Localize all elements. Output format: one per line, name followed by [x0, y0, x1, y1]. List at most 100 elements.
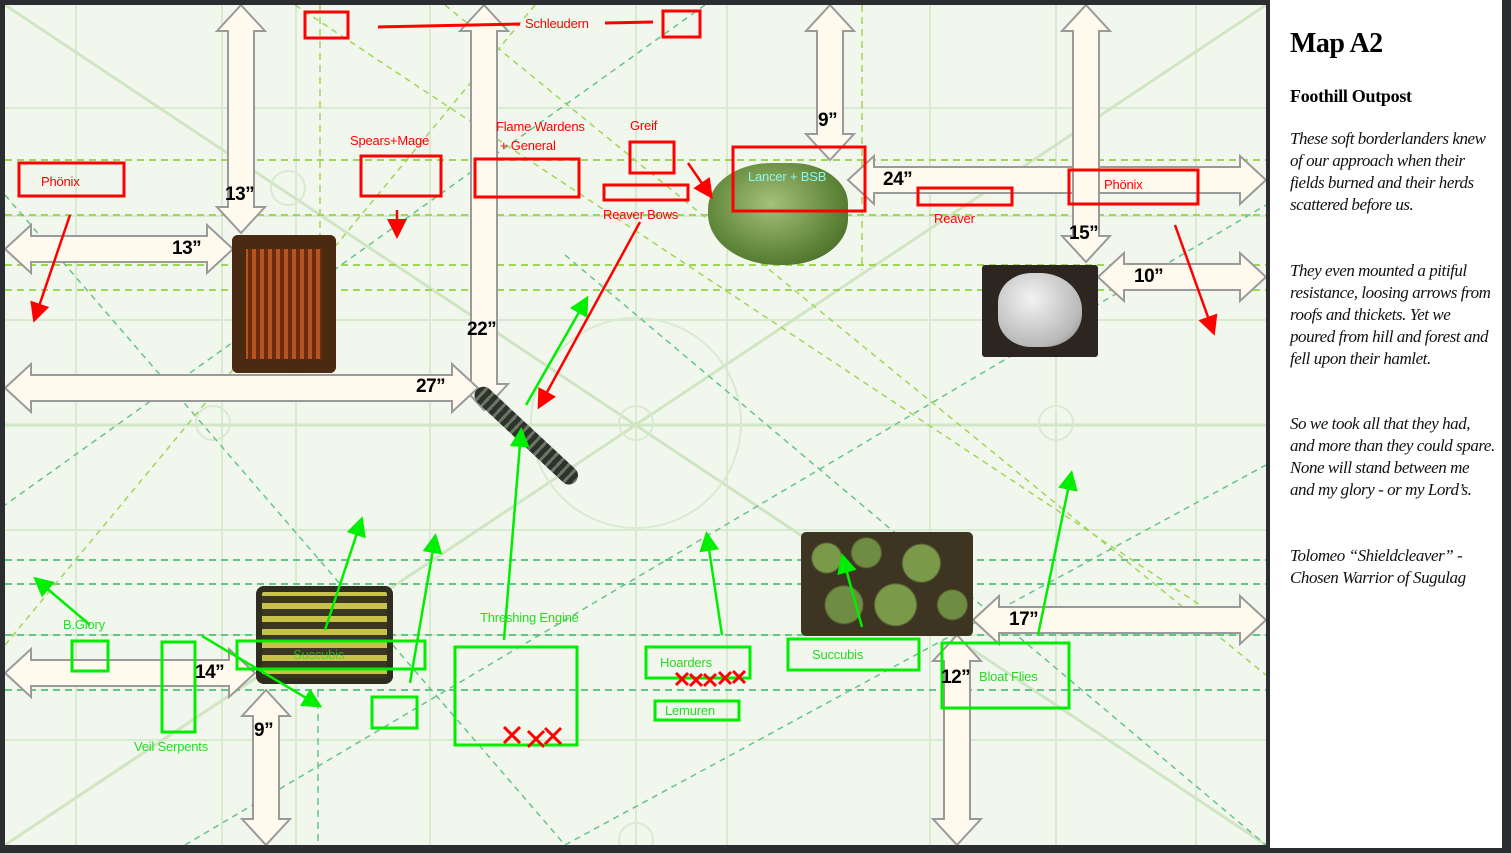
casualty-cross-mark: [731, 669, 747, 685]
friendly-move-arrow: [408, 533, 443, 684]
double-arrow: [1096, 250, 1266, 304]
unit-label-succubis: Succubis: [293, 647, 345, 662]
distance-label: 10”: [1134, 266, 1164, 287]
casualty-cross-mark: [674, 671, 690, 687]
unit-label-general: + General: [500, 138, 556, 153]
unit-label-hoarders: Hoarders: [660, 655, 712, 670]
unit-label-phoenix: Phönix: [41, 174, 80, 189]
double-arrow: [5, 646, 257, 700]
scenario-panel: Map A2 Foothill Outpost These soft borde…: [1270, 0, 1502, 848]
casualty-cross-mark: [543, 726, 563, 746]
story-paragraph: These soft borderlanders knew of our app…: [1290, 129, 1486, 214]
friendly-unit-box: [235, 639, 427, 671]
friendly-unit-box: [940, 641, 1071, 710]
casualty-cross-mark: [688, 672, 704, 688]
unit-label-reaver: Reaver: [934, 211, 975, 226]
enemy-unit-box: [916, 186, 1014, 207]
enemy-move-arrow: [537, 221, 642, 410]
story-paragraph: So we took all that they had, and more t…: [1290, 414, 1495, 499]
marker-circle: [618, 822, 654, 845]
friendly-unit-box: [370, 695, 419, 730]
unit-label-schleudern: Schleudern: [525, 16, 589, 31]
friendly-unit-box: [653, 699, 741, 722]
friendly-move-arrow: [524, 295, 589, 406]
double-arrow: [971, 593, 1266, 647]
diagonal-dashed-line: [564, 254, 1266, 845]
enemy-unit-box: [473, 157, 581, 199]
enemy-unit-box: [602, 183, 690, 202]
unit-label-spears-mage: Spears+Mage: [350, 133, 430, 148]
double-arrow: [803, 5, 857, 162]
casualty-cross-mark: [717, 670, 733, 686]
double-arrow: [930, 633, 984, 845]
diagonal-line: [5, 5, 1266, 845]
friendly-move-arrow: [502, 427, 530, 641]
unit-label-lemuren: Lemuren: [665, 703, 715, 718]
enemy-move-arrow: [30, 214, 72, 323]
battle-map: 13” 13” 22” 27” 9” 24” 15” 10” 17” 12” 1…: [5, 5, 1266, 845]
friendly-move-arrow: [699, 531, 724, 636]
rock-terrain: [982, 265, 1098, 357]
friendly-move-arrow: [1036, 470, 1078, 636]
enemy-unit-box: [1067, 168, 1200, 206]
distance-label: 24”: [883, 169, 913, 190]
enemy-move-arrow: [686, 162, 713, 200]
diagonal-dashed-line: [444, 5, 1266, 676]
friendly-unit-box: [70, 639, 110, 673]
tactical-overlay: [17, 9, 1218, 749]
scenario-title: Foothill Outpost: [1290, 86, 1412, 106]
distance-label: 9”: [818, 110, 838, 131]
marker-circle: [195, 405, 231, 441]
enemy-line: [377, 22, 521, 29]
story-paragraph: They even mounted a pitiful resistance, …: [1290, 261, 1491, 368]
double-arrow: [457, 5, 511, 412]
unit-label-flame-wardens: Flame Wardens: [496, 119, 585, 134]
distance-label: 12”: [941, 667, 971, 688]
enemy-unit-box: [731, 145, 867, 213]
marker-circle: [1038, 405, 1074, 441]
friendly-move-arrow: [323, 516, 366, 631]
enemy-unit-box: [17, 161, 126, 198]
hill-terrain: [708, 163, 848, 265]
distance-label: 9”: [254, 720, 274, 741]
casualty-cross-mark: [702, 672, 718, 688]
double-arrow: [239, 688, 293, 845]
enemy-move-arrow: [1173, 224, 1218, 336]
friendly-unit-box: [453, 645, 579, 747]
unit-label-b-glory: B.Glory: [63, 617, 105, 632]
diagonal-dashed-line: [564, 464, 1266, 845]
enemy-unit-box: [628, 140, 676, 175]
building-terrain: [232, 235, 336, 373]
distance-label: 14”: [195, 662, 225, 683]
friendly-move-arrow: [837, 553, 864, 628]
unit-label-reaver-bows: Reaver Bows: [603, 207, 679, 222]
distance-label: 22”: [467, 319, 497, 340]
unit-label-greif: Greif: [630, 118, 658, 133]
enemy-unit-box: [303, 10, 350, 40]
double-arrow: [1059, 5, 1113, 264]
distance-label: 13”: [225, 184, 255, 205]
enemy-line: [604, 20, 654, 25]
enemy-unit-box: [359, 154, 443, 198]
enemy-unit-box: [661, 9, 702, 39]
unit-label-lancer-bsb: Lancer + BSB: [748, 169, 827, 184]
casualty-cross-mark: [526, 729, 546, 749]
distance-label: 17”: [1009, 609, 1039, 630]
double-arrow: [846, 153, 1266, 207]
map-title: Map A2: [1290, 28, 1383, 59]
friendly-unit-box: [786, 637, 921, 672]
distance-arrows: [5, 5, 1266, 845]
friendly-move-arrow: [33, 576, 91, 626]
diagonal-dashed-line: [294, 5, 1201, 606]
diagonal-dashed-line: [5, 5, 706, 506]
marker-circle: [270, 170, 306, 206]
distance-label: 27”: [416, 376, 446, 397]
unit-label-succubis: Succubis: [812, 647, 864, 662]
unit-label-threshing-engine: Threshing Engine: [480, 610, 579, 625]
unit-label-phoenix: Phönix: [1104, 177, 1143, 192]
friendly-move-arrow: [201, 634, 323, 708]
distance-label: 13”: [172, 238, 202, 259]
double-arrow: [214, 5, 268, 235]
unit-label-veil-serpents: Veil Serpents: [134, 739, 209, 754]
rock-outcrop: [998, 273, 1082, 347]
